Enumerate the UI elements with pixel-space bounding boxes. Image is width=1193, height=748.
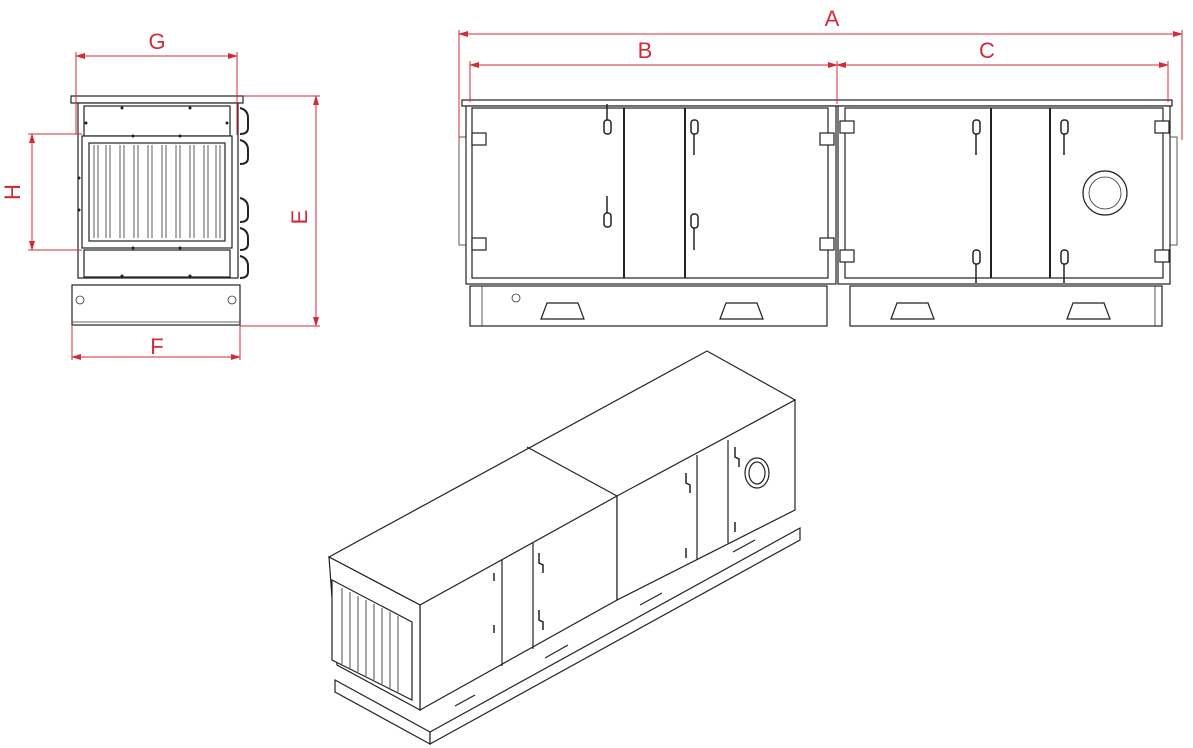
dimension-label-g: G: [148, 29, 165, 54]
dimension-e: E: [240, 95, 320, 327]
dimension-label-h: H: [0, 184, 25, 200]
dimension-label-c: C: [979, 38, 995, 63]
dimension-a: A: [458, 6, 1183, 140]
dimension-label-e: E: [287, 210, 312, 225]
dimension-c: C: [836, 38, 1169, 102]
dimension-g: G: [75, 29, 238, 135]
dimension-h: H: [0, 133, 82, 251]
coil-fins: [93, 145, 221, 238]
isometric-view: [327, 350, 801, 746]
dimension-f: F: [71, 326, 241, 360]
dimension-label-a: A: [825, 6, 840, 31]
end-view: [70, 95, 249, 326]
side-elevation: [458, 99, 1178, 327]
dimension-label-f: F: [150, 334, 163, 359]
dimension-label-b: B: [638, 38, 653, 63]
inspection-window: [1082, 170, 1128, 216]
dimension-b: B: [469, 38, 838, 104]
